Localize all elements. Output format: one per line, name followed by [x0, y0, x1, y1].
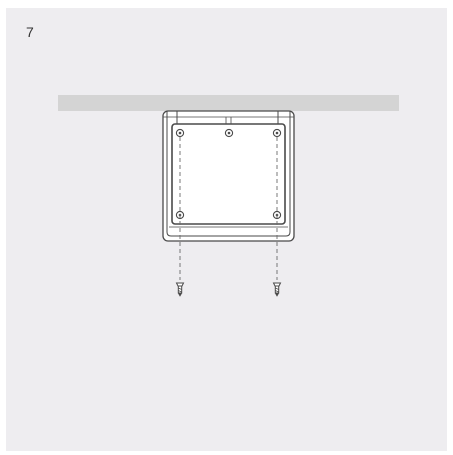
step-number: 7 — [26, 24, 34, 40]
screw-icon — [272, 282, 282, 297]
shelf-surface — [58, 95, 399, 111]
bracket-inner-wall — [166, 111, 291, 237]
screw-hole-icon — [175, 128, 185, 138]
screw-hole-icon — [175, 210, 185, 220]
mounting-plate — [171, 123, 286, 225]
screw-hole-icon — [224, 128, 234, 138]
screw-hole-icon — [272, 128, 282, 138]
screw-icon — [175, 282, 185, 297]
